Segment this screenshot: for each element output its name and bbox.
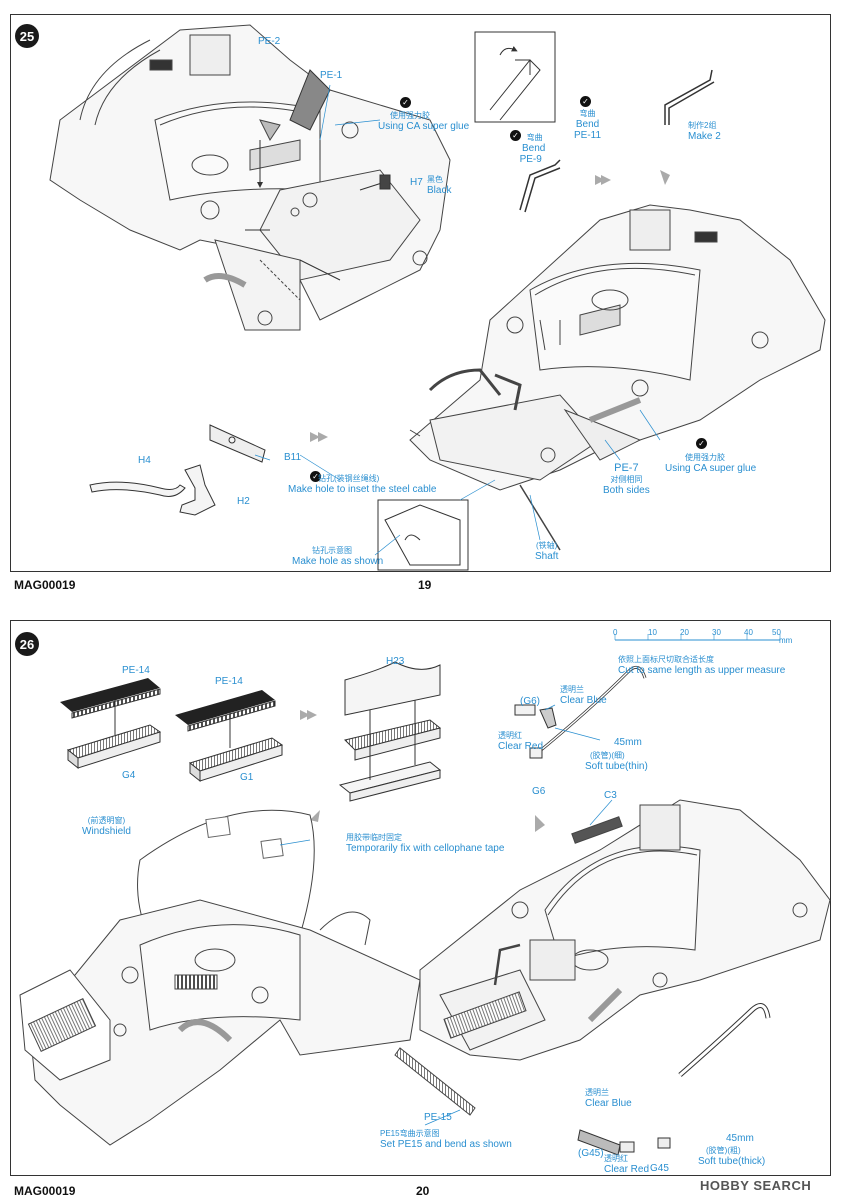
bend-icon: ✓	[510, 130, 521, 141]
label-h7: H7	[410, 177, 423, 188]
ruler-tick: 10	[648, 628, 657, 637]
label-g4: G4	[122, 770, 136, 781]
label-h2: H2	[237, 496, 250, 507]
chassis-drawing-top-left	[49, 24, 826, 571]
bend-icon: ✓	[580, 96, 591, 107]
product-code: MAG00019	[14, 1184, 76, 1198]
label-g6: G6	[532, 786, 546, 797]
ruler-tick: 50	[772, 628, 781, 637]
label-g45-top: (G45)	[578, 1148, 604, 1159]
label-g45: G45	[650, 1163, 669, 1174]
label-g1: G1	[240, 772, 254, 783]
measure-ruler	[614, 634, 781, 641]
label-h4: H4	[138, 455, 151, 466]
label-soft-tube-thick: (胶管)(粗)Soft tube(thick)	[698, 1146, 766, 1167]
ruler-tick: 20	[680, 628, 689, 637]
label-windshield: (前透明窗)Windshield	[82, 816, 131, 837]
label-45mm-thin: 45mm	[614, 737, 642, 748]
step-number-badge: 26	[15, 632, 39, 656]
ruler-tick: 30	[712, 628, 721, 637]
step-25-frame	[10, 14, 831, 572]
page-19: 25	[10, 14, 831, 592]
page-20: 26 0 10 20 30 40 50 mm	[0, 600, 841, 1200]
label-pe-15: PE-15	[424, 1112, 452, 1123]
page-number: 20	[416, 1184, 430, 1198]
drill-icon: ✓	[310, 471, 321, 482]
label-g6-top: (G6)	[520, 696, 540, 707]
label-soft-tube-thin: (胶管)(细)Soft tube(thin)	[585, 751, 648, 772]
ruler-unit: mm	[779, 636, 793, 645]
step-number-badge: 25	[15, 24, 39, 48]
glue-icon: ✓	[400, 97, 411, 108]
label-45mm-thick: 45mm	[726, 1133, 754, 1144]
step-26-drawings	[19, 661, 831, 1156]
ruler-tick: 0	[613, 628, 618, 637]
ruler-tick: 40	[744, 628, 753, 637]
page-number: 19	[418, 578, 432, 592]
label-h23: H23	[386, 656, 405, 667]
label-pe-14-b: PE-14	[215, 676, 243, 687]
step-26-frame	[10, 620, 831, 1176]
label-make-hole: 钻孔(装钢丝绳线)Make hole to inset the steel ca…	[288, 474, 437, 495]
label-pe-14-a: PE-14	[122, 665, 150, 676]
label-b11: B11	[284, 452, 302, 463]
product-code: MAG00019	[14, 578, 76, 592]
label-pe-2: PE-2	[258, 36, 281, 47]
label-pe-1: PE-1	[320, 70, 343, 81]
glue-icon: ✓	[696, 438, 707, 449]
watermark-logo: HOBBY SEARCH	[700, 1178, 812, 1193]
label-c3: C3	[604, 790, 617, 801]
label-shaft: (铁轴)Shaft	[535, 541, 559, 562]
